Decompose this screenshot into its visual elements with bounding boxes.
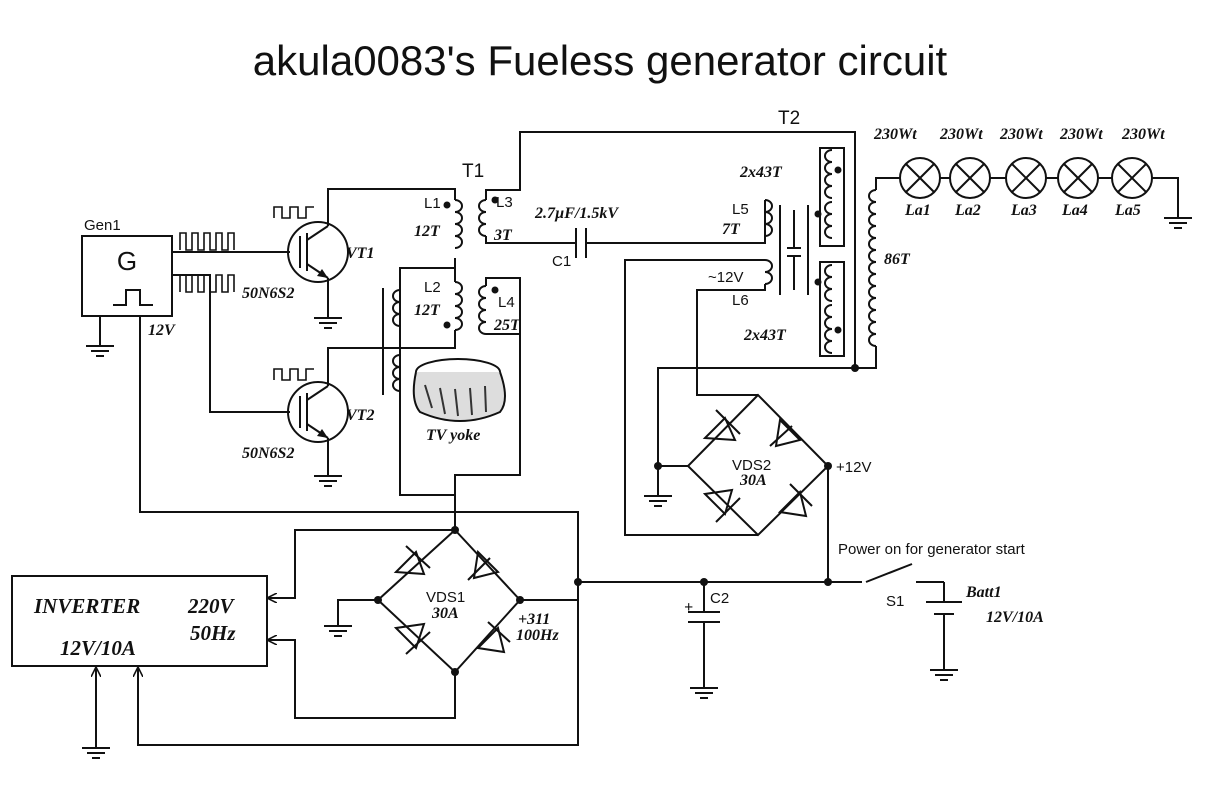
l2-turns: 12T [414, 302, 441, 319]
capacitor-c2: + C2 [684, 578, 729, 699]
inverter-input: 12V/10A [60, 636, 136, 660]
vt2-ref: VT2 [346, 407, 374, 424]
la4-ref: La4 [1061, 202, 1088, 219]
vds1-ref: VDS1 [426, 589, 465, 606]
s1-ref: S1 [886, 593, 904, 610]
la5-ref: La5 [1114, 202, 1141, 219]
l3-ref: L3 [496, 194, 513, 211]
la1-ref: La1 [904, 202, 931, 219]
capacitor-c1: 2.7µF/1.5kV C1 [534, 205, 619, 270]
generator: Gen1 G 12V [81, 217, 176, 357]
generator-ref: Gen1 [84, 217, 121, 234]
bridge-vds2: VDS2 30A +12V [654, 393, 871, 537]
t2-output-winding: 86T [884, 251, 911, 268]
inverter-output-voltage: 220V [187, 594, 236, 618]
l6-voltage: ~12V [708, 269, 743, 286]
transformer-t2: T2 L5 7T ~12V L6 2x43T 2x43T 86T [708, 108, 911, 357]
vt1-part: 50N6S2 [242, 285, 294, 302]
la1-power: 230Wt [873, 126, 917, 143]
l6-ref: L6 [732, 292, 749, 309]
la2-ref: La2 [954, 202, 981, 219]
lamp-la3: 230Wt La3 [999, 126, 1047, 219]
transformer-t1: T1 L1 12T L2 12T L3 3T L4 25T TV [382, 161, 521, 496]
switch-s1: S1 [828, 563, 944, 610]
pulse-icon [113, 289, 153, 306]
t2-ref: T2 [778, 108, 800, 129]
vds1-out-voltage: +311 [518, 611, 550, 628]
page-title: akula0083's Fueless generator circuit [253, 37, 948, 84]
battery-ref: Batt1 [965, 584, 1002, 601]
vds1-rating: 30A [431, 605, 459, 622]
l5-turns: 7T [722, 221, 741, 238]
lamp-la2: 230Wt La2 [939, 126, 991, 219]
tv-yoke-icon [412, 358, 506, 422]
battery-batt1: Batt1 12V/10A [926, 582, 1044, 681]
la5-power: 230Wt [1121, 126, 1165, 143]
t1-ref: T1 [462, 161, 484, 182]
vds2-rating: 30A [739, 472, 767, 489]
lamp-la1: 230Wt La1 [873, 126, 941, 219]
inverter-box: INVERTER 220V 50Hz 12V/10A [11, 575, 268, 667]
c2-polarity: + [684, 599, 693, 616]
generator-symbol: G [117, 246, 137, 276]
vds1-out-freq: 100Hz [516, 627, 559, 644]
generator-voltage: 12V [148, 322, 176, 339]
inverter-name: INVERTER [33, 594, 140, 618]
l1-ref: L1 [424, 195, 441, 212]
l3-turns: 3T [493, 227, 513, 244]
l5-ref: L5 [732, 201, 749, 218]
c1-ref: C1 [552, 253, 571, 270]
t2-secondary-bottom: 2x43T [743, 327, 787, 344]
transistor-vt2: VT2 50N6S2 [242, 381, 374, 462]
la2-power: 230Wt [939, 126, 983, 143]
l4-ref: L4 [498, 294, 515, 311]
lamp-bank: 230Wt La1 230Wt La2 230Wt La3 230Wt La4 [873, 126, 1192, 229]
inverter-output-freq: 50Hz [190, 621, 236, 645]
c1-value: 2.7µF/1.5kV [534, 205, 619, 222]
vt2-part: 50N6S2 [242, 445, 294, 462]
tv-yoke-label: TV yoke [426, 427, 480, 444]
lamp-la4: 230Wt La4 [1057, 126, 1103, 219]
lamp-la5: 230Wt La5 [1111, 126, 1165, 219]
l4-turns: 25T [493, 317, 521, 334]
la4-power: 230Wt [1059, 126, 1103, 143]
l2-ref: L2 [424, 279, 441, 296]
vds2-out: +12V [836, 459, 871, 476]
vds2-ref: VDS2 [732, 457, 771, 474]
c2-ref: C2 [710, 590, 729, 607]
transistor-vt1: VT1 50N6S2 [242, 221, 374, 302]
battery-rating: 12V/10A [986, 609, 1044, 626]
la3-ref: La3 [1010, 202, 1037, 219]
t2-secondary-top: 2x43T [739, 164, 783, 181]
la3-power: 230Wt [999, 126, 1043, 143]
s1-note: Power on for generator start [838, 541, 1026, 558]
vt1-ref: VT1 [346, 245, 374, 262]
l1-turns: 12T [414, 223, 441, 240]
